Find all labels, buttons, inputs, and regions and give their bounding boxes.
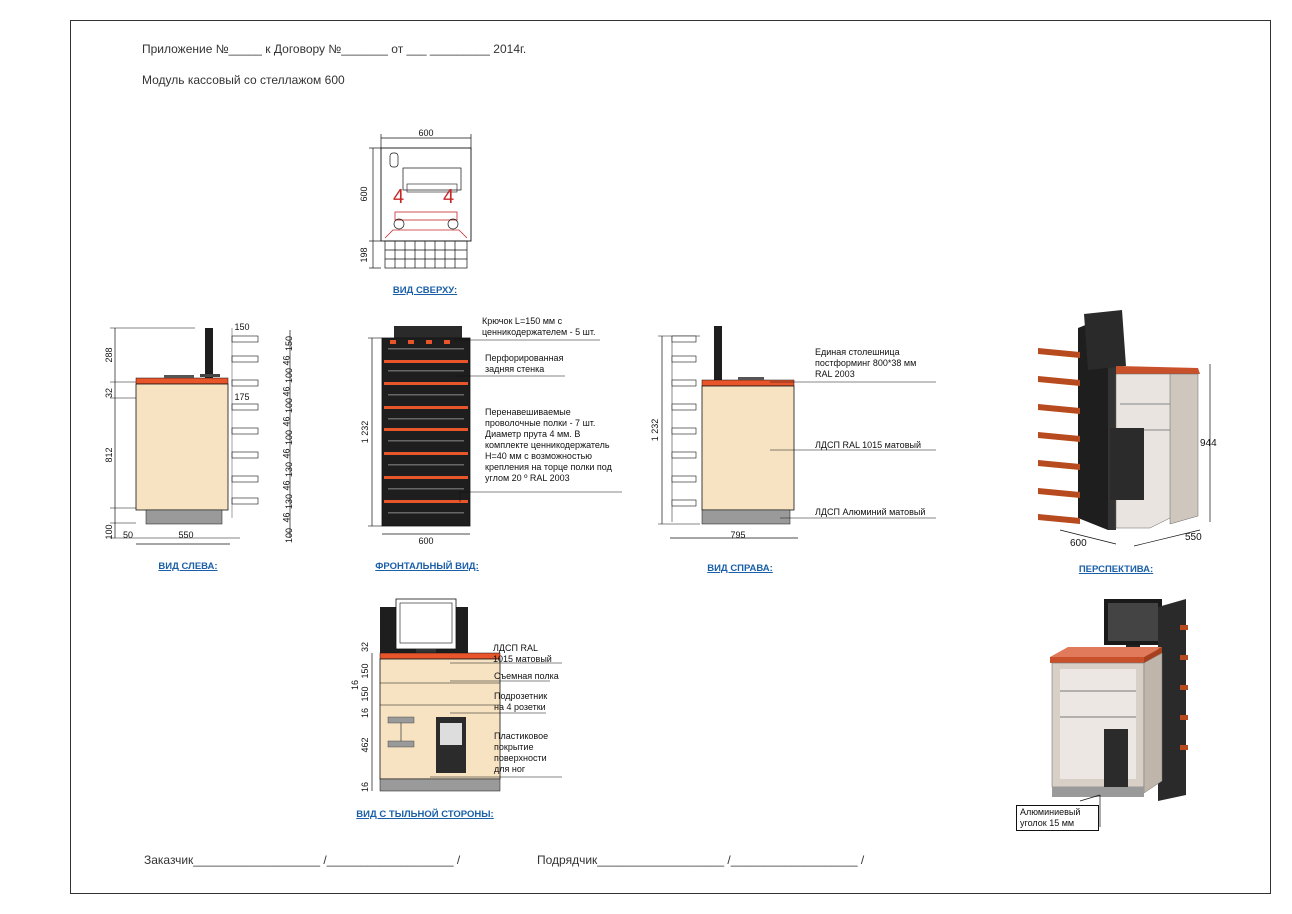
top-view-drawing: 4 4 600 600 198 bbox=[359, 128, 472, 269]
caption-back-view: ВИД С ТЫЛЬНОЙ СТОРОНЫ: bbox=[356, 809, 494, 820]
back-dim-462: 462 bbox=[360, 737, 370, 752]
back-dim-16a: 16 bbox=[350, 680, 360, 690]
signature-contractor: Подрядчик___________________ /__________… bbox=[537, 853, 865, 867]
note-ldsp-1015: ЛДСП RAL 1015 матовый bbox=[815, 440, 921, 450]
note-aluminium-corner: Алюминиевый уголок 15 мм bbox=[1016, 805, 1099, 831]
note-plastic-cover: Пластиковое покрытие поверхности для ног bbox=[494, 731, 549, 774]
svg-text:4: 4 bbox=[393, 186, 404, 208]
stack-dim: 46 bbox=[281, 386, 292, 397]
stack-dim: 46 bbox=[281, 512, 292, 523]
left-width-dim: 550 bbox=[178, 530, 193, 540]
back-dim-150b: 150 bbox=[360, 686, 370, 701]
persp-depth-dim: 550 bbox=[1185, 532, 1202, 543]
note-wire-shelves: Перенавешиваемые проволочные полки - 7 ш… bbox=[485, 407, 612, 483]
left-dim-50: 50 bbox=[123, 530, 133, 540]
note-socket-box: Подрозетник на 4 розетки bbox=[494, 691, 548, 712]
stack-dim: 46 bbox=[281, 448, 292, 459]
svg-text:4: 4 bbox=[443, 186, 454, 208]
note-removable-shelf: Съемная полка bbox=[494, 671, 559, 681]
stack-dim: 100 bbox=[284, 429, 295, 446]
front-width-dim: 600 bbox=[418, 536, 433, 546]
right-view-drawing: 1 232 795 bbox=[650, 326, 936, 540]
note-worktop: Единая столешница постформинг 800*38 мм … bbox=[815, 347, 917, 379]
drawing-sheet bbox=[70, 20, 1271, 894]
left-dim-288: 288 bbox=[104, 347, 114, 362]
back-view-drawing: 32 150 16 150 16 462 16 bbox=[350, 598, 562, 792]
top-width-dim: 600 bbox=[418, 128, 433, 138]
front-height-dim: 1 232 bbox=[360, 421, 370, 444]
left-shelf-stack-dims: 150 46 100 46 100 46 100 46 130 46 130 4… bbox=[276, 335, 306, 543]
stack-dim: 100 bbox=[284, 527, 295, 544]
stack-dim: 46 bbox=[281, 416, 292, 427]
note-hooks: Крючок L=150 мм с ценникодержателем - 5 … bbox=[482, 316, 596, 337]
caption-left-view: ВИД СЛЕВА: bbox=[158, 561, 218, 572]
stack-dim: 46 bbox=[281, 480, 292, 491]
right-height-dim: 1 232 bbox=[650, 419, 660, 442]
header-contract-line: Приложение №_____ к Договору №_______ от… bbox=[142, 42, 527, 56]
note-perforated: Перфорированная задняя стенка bbox=[485, 353, 564, 374]
back-dim-16c: 16 bbox=[360, 782, 370, 792]
stack-dim: 46 bbox=[281, 355, 292, 366]
stack-dim: 100 bbox=[284, 397, 295, 414]
top-depth2-dim: 198 bbox=[359, 247, 369, 262]
caption-top-view: ВИД СВЕРХУ: bbox=[392, 285, 458, 296]
stack-dim: 100 bbox=[284, 367, 295, 384]
left-dim-812: 812 bbox=[104, 447, 114, 462]
stack-dim: 130 bbox=[284, 493, 295, 510]
caption-perspective: ПЕРСПЕКТИВА: bbox=[1078, 564, 1154, 575]
persp-height-dim: 944 bbox=[1200, 438, 1217, 449]
header-title: Модуль кассовый со стеллажом 600 bbox=[142, 73, 345, 87]
back-dim-150a: 150 bbox=[360, 663, 370, 678]
back-dim-32: 32 bbox=[360, 642, 370, 652]
perspective-drawing bbox=[1038, 310, 1211, 547]
right-width-dim: 795 bbox=[730, 530, 745, 540]
front-view-drawing: 1 232 600 bbox=[360, 326, 622, 546]
stack-dim: 150 bbox=[284, 335, 295, 352]
caption-front-view: ФРОНТАЛЬНЫЙ ВИД: bbox=[375, 561, 479, 572]
stack-dim: 130 bbox=[284, 461, 295, 478]
persp-width-dim: 600 bbox=[1070, 538, 1087, 549]
perspective-render-drawing bbox=[1050, 599, 1188, 827]
note-ldsp-aluminium: ЛДСП Алюминий матовый bbox=[815, 507, 926, 517]
caption-right-view: ВИД СПРАВА: bbox=[707, 563, 773, 574]
signature-customer: Заказчик___________________ /___________… bbox=[144, 853, 461, 867]
left-dim-175: 175 bbox=[234, 392, 249, 402]
back-dim-16b: 16 bbox=[360, 708, 370, 718]
left-dim-32: 32 bbox=[104, 388, 114, 398]
top-depth-dim: 600 bbox=[359, 186, 369, 201]
left-dim-100: 100 bbox=[104, 524, 114, 539]
left-dim-150: 150 bbox=[234, 322, 249, 332]
left-view-drawing: 288 32 812 100 50 550 150 175 bbox=[104, 322, 291, 545]
note-back-ldsp: ЛДСП RAL 1015 матовый bbox=[493, 643, 552, 664]
